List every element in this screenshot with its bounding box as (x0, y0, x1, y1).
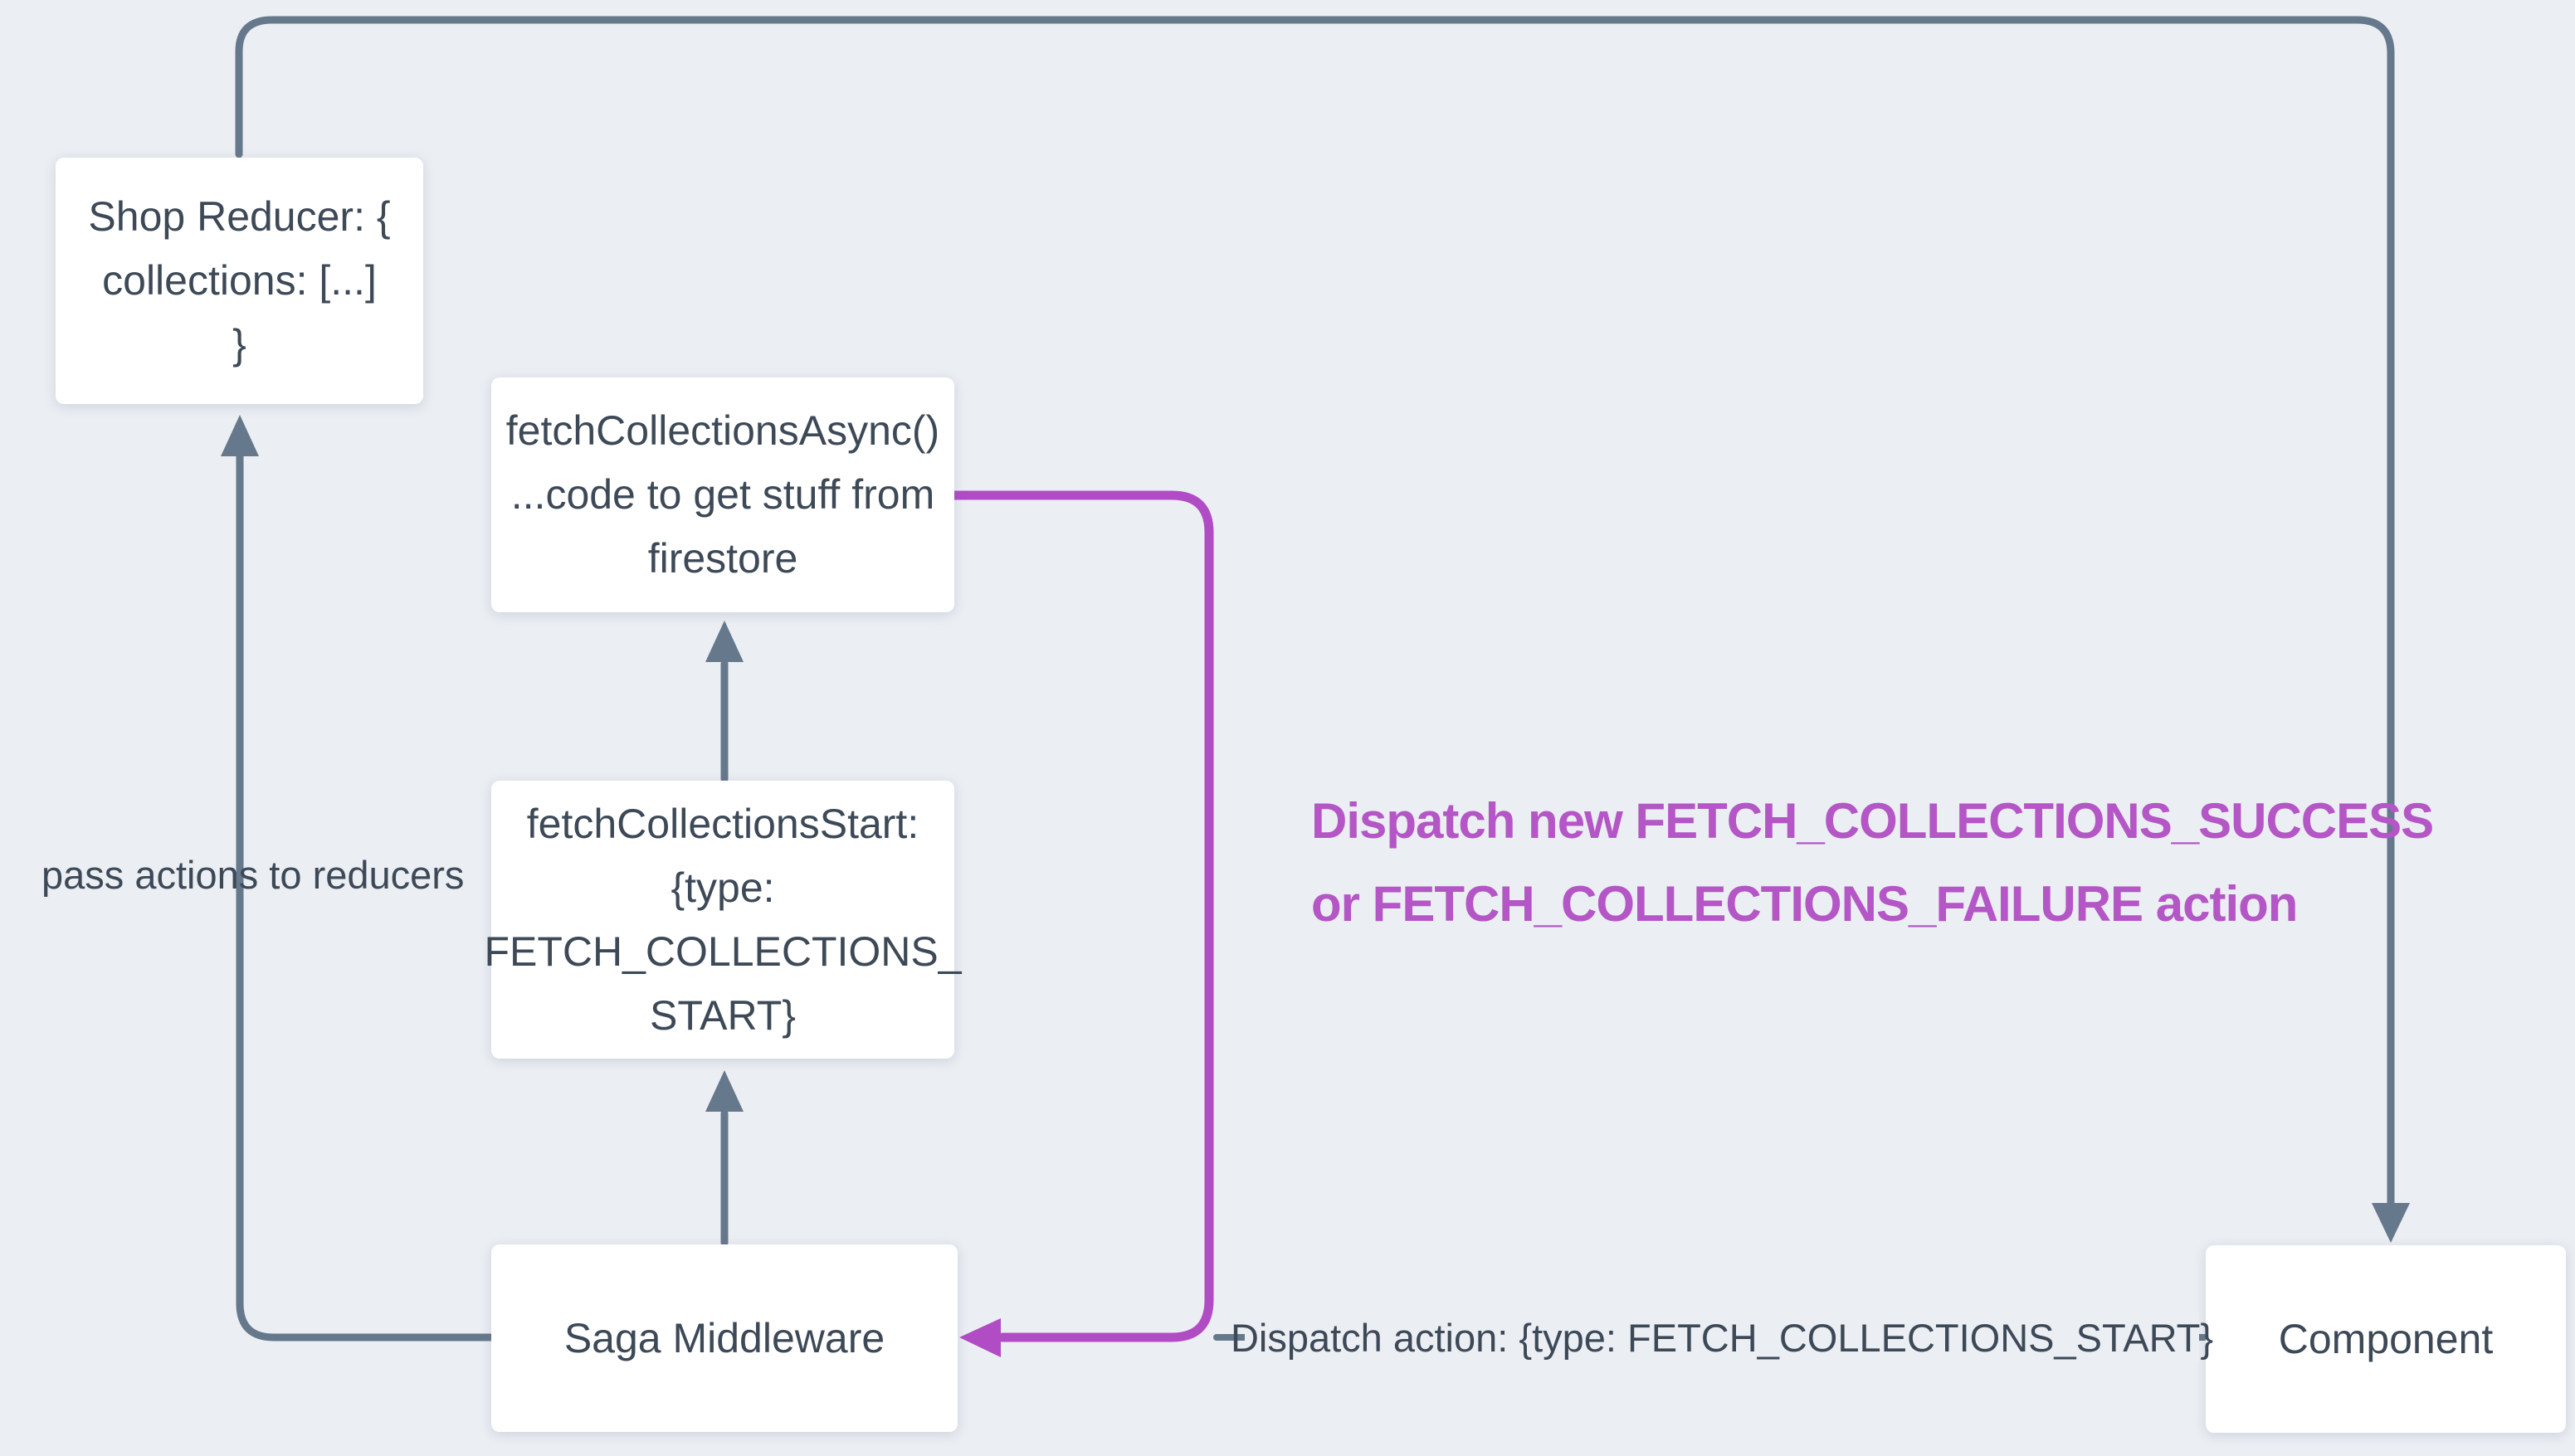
node-fetch-async-line2: ...code to get stuff from (510, 471, 935, 518)
node-fetch-start-line3: FETCH_COLLECTIONS_ (484, 928, 962, 975)
edge-async-to-saga-purple (949, 490, 1214, 1342)
node-component-label: Component (2278, 1315, 2494, 1362)
edge-saga-to-reducer (236, 450, 495, 1342)
node-fetch-start-line2: {type: (671, 864, 775, 911)
node-fetch-collections-start: fetchCollectionsStart: {type: FETCH_COLL… (484, 781, 962, 1059)
arrowhead-into-component (2372, 1203, 2410, 1243)
label-dispatch-new-action: Dispatch new FETCH_COLLECTIONS_SUCCESS o… (1311, 780, 2434, 946)
node-saga-middleware: Saga Middleware (491, 1244, 958, 1432)
arrowhead-into-start (705, 1070, 744, 1112)
label-pass-actions-to-reducers: pass actions to reducers (41, 853, 465, 897)
edge-reducer-to-component (235, 16, 2395, 1209)
label-dispatch-action: Dispatch action: {type: FETCH_COLLECTION… (1231, 1312, 2213, 1362)
node-shop-reducer-line3: } (232, 321, 246, 368)
node-shop-reducer-line2: collections: [...] (102, 257, 377, 304)
node-shop-reducer-line1: Shop Reducer: { (88, 193, 391, 240)
node-shop-reducer: Shop Reducer: { collections: [...] } (56, 158, 423, 404)
node-component: Component (2206, 1245, 2566, 1433)
node-fetch-async-line1: fetchCollectionsAsync() (505, 407, 940, 454)
label-dispatch-new-line1: Dispatch new FETCH_COLLECTIONS_SUCCESS (1311, 793, 2434, 849)
node-saga-label: Saga Middleware (563, 1314, 885, 1361)
label-dispatch-new-line2: or FETCH_COLLECTIONS_FAILURE action (1311, 876, 2298, 932)
arrowhead-into-async (705, 621, 744, 662)
node-fetch-start-line4: START} (650, 991, 796, 1039)
node-fetch-async-line3: firestore (647, 535, 798, 582)
arrowhead-into-reducer (221, 415, 259, 456)
node-fetch-start-line1: fetchCollectionsStart: (526, 800, 919, 847)
node-fetch-collections-async: fetchCollectionsAsync() ...code to get s… (491, 377, 954, 612)
arrowhead-purple-into-saga (959, 1318, 1001, 1357)
